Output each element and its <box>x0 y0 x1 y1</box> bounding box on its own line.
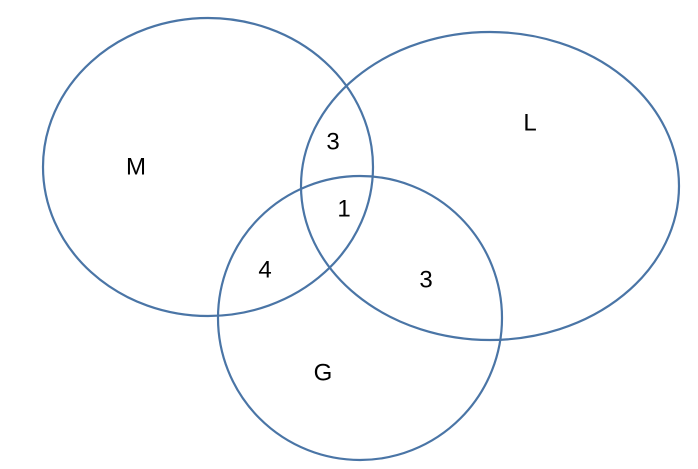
set-g-circle <box>216 174 504 462</box>
region-m-l-value: 3 <box>326 128 339 155</box>
set-g-label: G <box>314 359 333 386</box>
region-l-g-value: 3 <box>419 266 432 293</box>
set-m-label: M <box>126 153 146 180</box>
region-m-g-value: 4 <box>258 256 271 283</box>
set-m-circle <box>41 16 375 318</box>
region-m-l-g-value: 1 <box>337 195 350 222</box>
set-l-label: L <box>523 109 536 136</box>
set-l-circle <box>299 30 681 342</box>
